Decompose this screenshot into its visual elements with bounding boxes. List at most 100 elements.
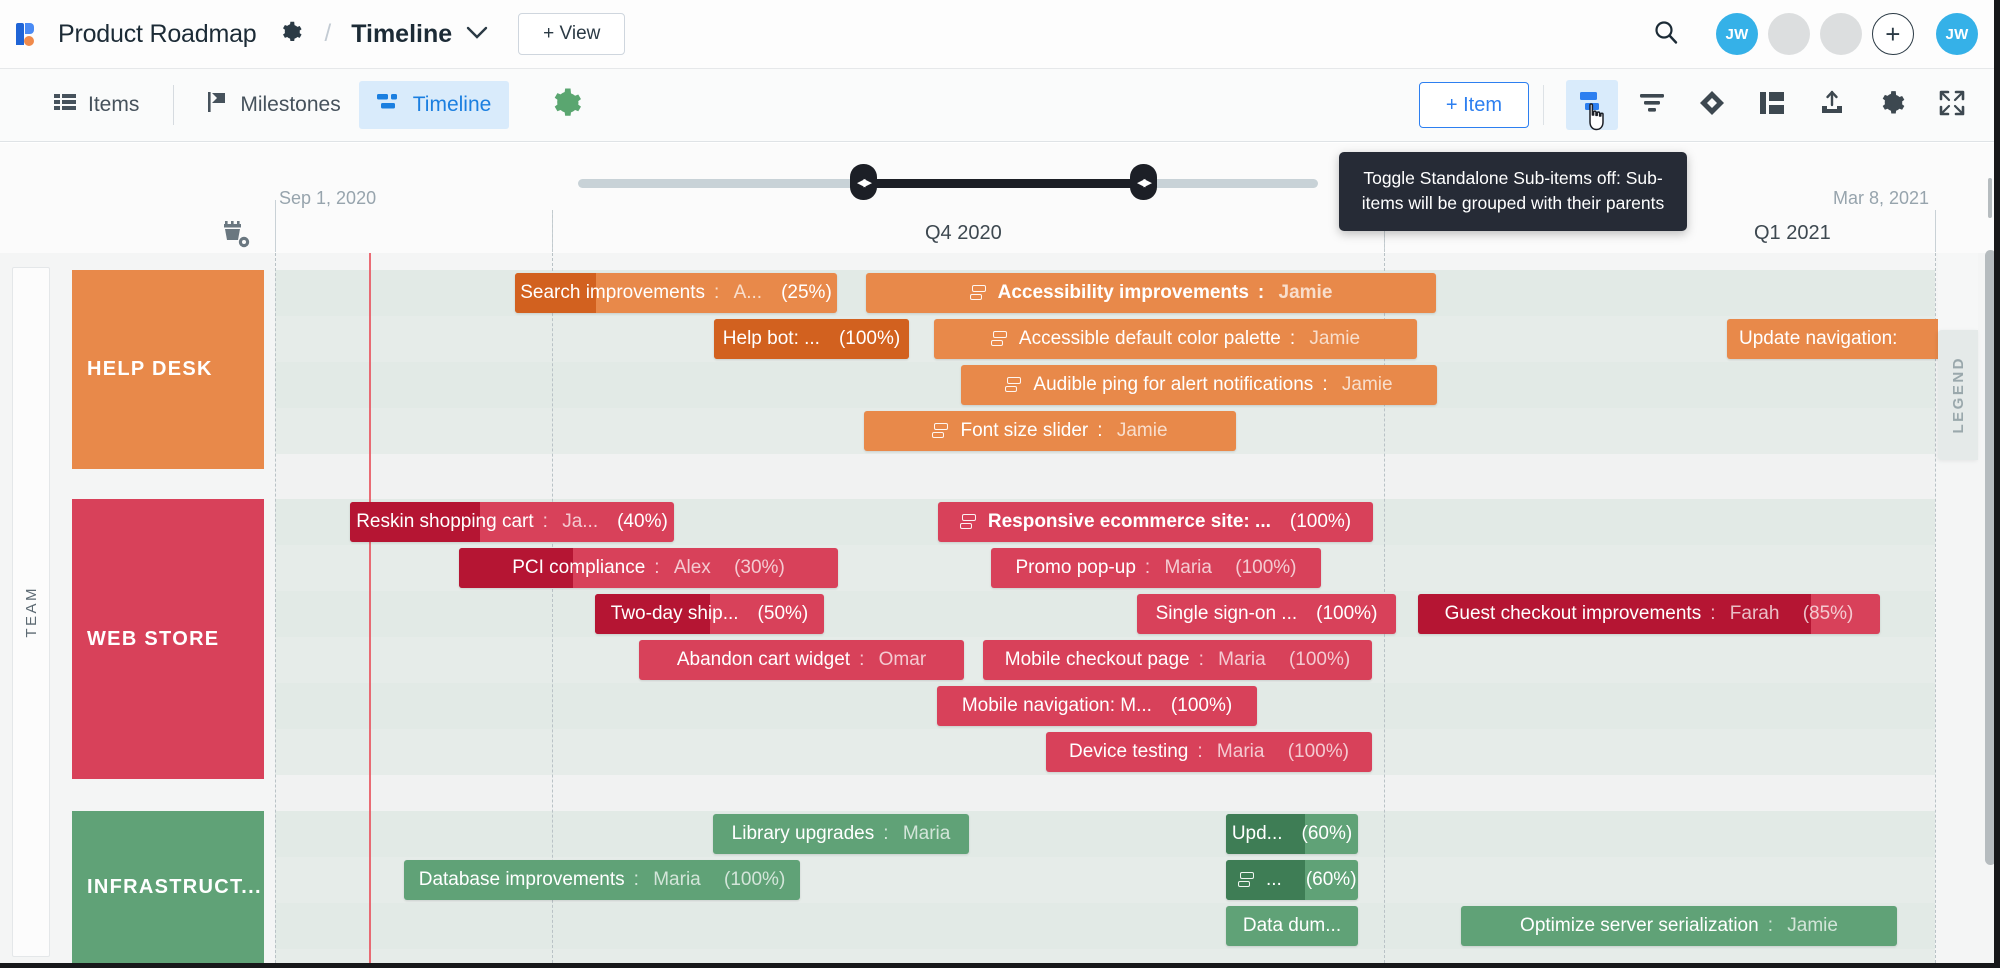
group-gap [275, 454, 1935, 499]
app-logo-icon[interactable] [10, 17, 44, 51]
avatar[interactable]: JW [1716, 13, 1758, 55]
timeline-bar[interactable]: Promo pop-up: Maria (100%) [991, 548, 1321, 588]
timeline-bar[interactable]: Mobile checkout page: Maria (100%) [983, 640, 1372, 680]
timeline-bar[interactable]: Optimize server serialization: Jamie [1461, 906, 1897, 946]
bar-percent: (100%) [838, 328, 901, 349]
timeline-bar[interactable]: Data dum... [1226, 906, 1358, 946]
bar-title: Data dum... [1242, 915, 1342, 936]
sub-item-icon [932, 423, 951, 439]
bar-percent: (100%) [1289, 511, 1352, 532]
sub-item-icon [959, 514, 979, 530]
add-view-button[interactable]: + View [518, 13, 626, 55]
bar-title: Help bot: ... [722, 328, 820, 349]
toggle-standalone-subitems-button[interactable] [1566, 80, 1618, 131]
account-avatar[interactable]: JW [1936, 13, 1978, 55]
toolbar-actions: + Item [1418, 80, 2000, 131]
gear-icon [1878, 89, 1906, 122]
bar-title: Single sign-on ... [1155, 603, 1298, 624]
search-icon[interactable] [1652, 18, 1680, 51]
fullscreen-button[interactable] [1926, 80, 1978, 130]
timeline-bar[interactable]: ... (60%) [1226, 860, 1358, 900]
bar-title: Search improvements [520, 282, 706, 303]
scrollbar-mark[interactable] [1988, 178, 1992, 218]
timeline-end-date: Mar 8, 2021 [1833, 188, 1930, 208]
legend-toggle[interactable]: LEGEND [1938, 330, 1978, 460]
date-range-slider[interactable]: ◀▶ ◀▶ [578, 164, 1318, 200]
timeline-bar[interactable]: Help bot: ... (100%) [714, 319, 909, 359]
timeline-bar[interactable]: Font size slider: Jamie [864, 411, 1236, 451]
grid-line [1935, 253, 1936, 968]
columns-icon [1758, 89, 1786, 122]
bar-title: Upd... [1231, 823, 1283, 844]
timeline-bar[interactable]: Two-day ship...(50%) [595, 594, 824, 634]
tab-milestones-label: Milestones [240, 93, 341, 116]
current-view-name[interactable]: Timeline [351, 19, 453, 48]
avatar[interactable] [1768, 13, 1810, 55]
list-icon [54, 92, 76, 118]
bar-percent: (100%) [1288, 649, 1351, 670]
timeline-bar[interactable]: Database improvements: Maria (100%) [404, 860, 800, 900]
avatar[interactable] [1820, 13, 1862, 55]
timeline-bar[interactable]: Device testing: Maria (100%) [1046, 732, 1372, 772]
bar-owner: A... [733, 282, 763, 303]
timeline-bar[interactable]: Update navigation: [1727, 319, 1942, 359]
timeline-bar[interactable]: Responsive ecommerce site: ...(100%) [938, 502, 1373, 542]
group-label-infrastructure[interactable]: INFRASTRUCT... [72, 811, 264, 963]
bar-title: Optimize server serialization [1520, 915, 1759, 936]
timeline-bar[interactable]: Upd...(60%) [1226, 814, 1358, 854]
panel-layout-button[interactable] [1746, 80, 1798, 130]
vertical-scrollbar[interactable] [1985, 250, 1996, 865]
tab-timeline[interactable]: Timeline [358, 81, 510, 129]
bar-title: Library upgrades [731, 823, 875, 844]
bar-percent: (100%) [1287, 741, 1349, 762]
timeline-bar[interactable]: PCI compliance: Alex (30%) [459, 548, 838, 588]
timeline-bar[interactable]: Mobile navigation: M...(100%) [937, 686, 1257, 726]
add-item-button[interactable]: + Item [1418, 82, 1529, 128]
timeline-bar[interactable]: Audible ping for alert notifications: Ja… [961, 365, 1437, 405]
bar-title: PCI compliance [512, 557, 646, 578]
project-settings-gear-icon[interactable] [279, 20, 303, 49]
expand-icon [1938, 89, 1966, 122]
slider-handle-end[interactable]: ◀▶ [1130, 164, 1157, 200]
export-button[interactable] [1806, 80, 1858, 130]
filter-button[interactable] [1626, 80, 1678, 130]
top-bar-right-group: JW + JW [1652, 13, 2000, 55]
tooltip: Toggle Standalone Sub-items off: Sub-ite… [1339, 152, 1687, 231]
timeline-bar[interactable]: Accessible default color palette: Jamie [934, 319, 1417, 359]
bar-title: Promo pop-up [1015, 557, 1136, 578]
settings-button[interactable] [1866, 80, 1918, 130]
quarter-label-q1-2021: Q1 2021 [1754, 222, 1831, 244]
calendar-settings-icon[interactable] [222, 220, 252, 255]
team-axis-text: TEAM [22, 586, 40, 638]
timeline-bar[interactable]: Single sign-on ...(100%) [1137, 594, 1396, 634]
timeline-bar[interactable]: Guest checkout improvements: Farah (85%) [1418, 594, 1880, 634]
bar-owner: Farah [1729, 603, 1780, 624]
bar-owner: Omar [878, 649, 927, 670]
grid-line [552, 253, 553, 968]
bar-title: Audible ping for alert notifications [1033, 374, 1314, 395]
timeline-bar[interactable]: Library upgrades: Maria [713, 814, 969, 854]
team-axis-label: TEAM [12, 267, 50, 957]
timeline-bar[interactable]: Accessibility improvements: Jamie [866, 273, 1436, 313]
sub-item-icon [1005, 377, 1024, 393]
timeline-bar[interactable]: Search improvements: A...(25%) [515, 273, 837, 313]
timeline-bar[interactable]: Reskin shopping cart: Ja...(40%) [350, 502, 674, 542]
slider-selected-range[interactable] [863, 179, 1143, 188]
bar-title: Accessible default color palette [1018, 328, 1281, 349]
sub-item-icon [1238, 872, 1257, 888]
slider-handle-start[interactable]: ◀▶ [850, 164, 877, 200]
tab-items[interactable]: Items [36, 81, 157, 129]
bar-percent: (30%) [734, 557, 785, 578]
header-tick [1935, 210, 1936, 252]
timeline-icon [376, 93, 401, 117]
bar-percent: (50%) [757, 603, 809, 624]
group-label-help-desk[interactable]: HELP DESK [72, 270, 264, 469]
timeline-bar[interactable]: Abandon cart widget: Omar [639, 640, 964, 680]
add-collaborator-button[interactable]: + [1872, 13, 1914, 55]
chevron-down-icon[interactable] [466, 24, 488, 45]
gear-icon-green[interactable] [549, 86, 583, 125]
group-label-web-store[interactable]: WEB STORE [72, 499, 264, 779]
legend-label: LEGEND [1949, 356, 1967, 434]
milestone-diamond-button[interactable] [1686, 80, 1738, 130]
tab-milestones[interactable]: Milestones [190, 81, 358, 129]
